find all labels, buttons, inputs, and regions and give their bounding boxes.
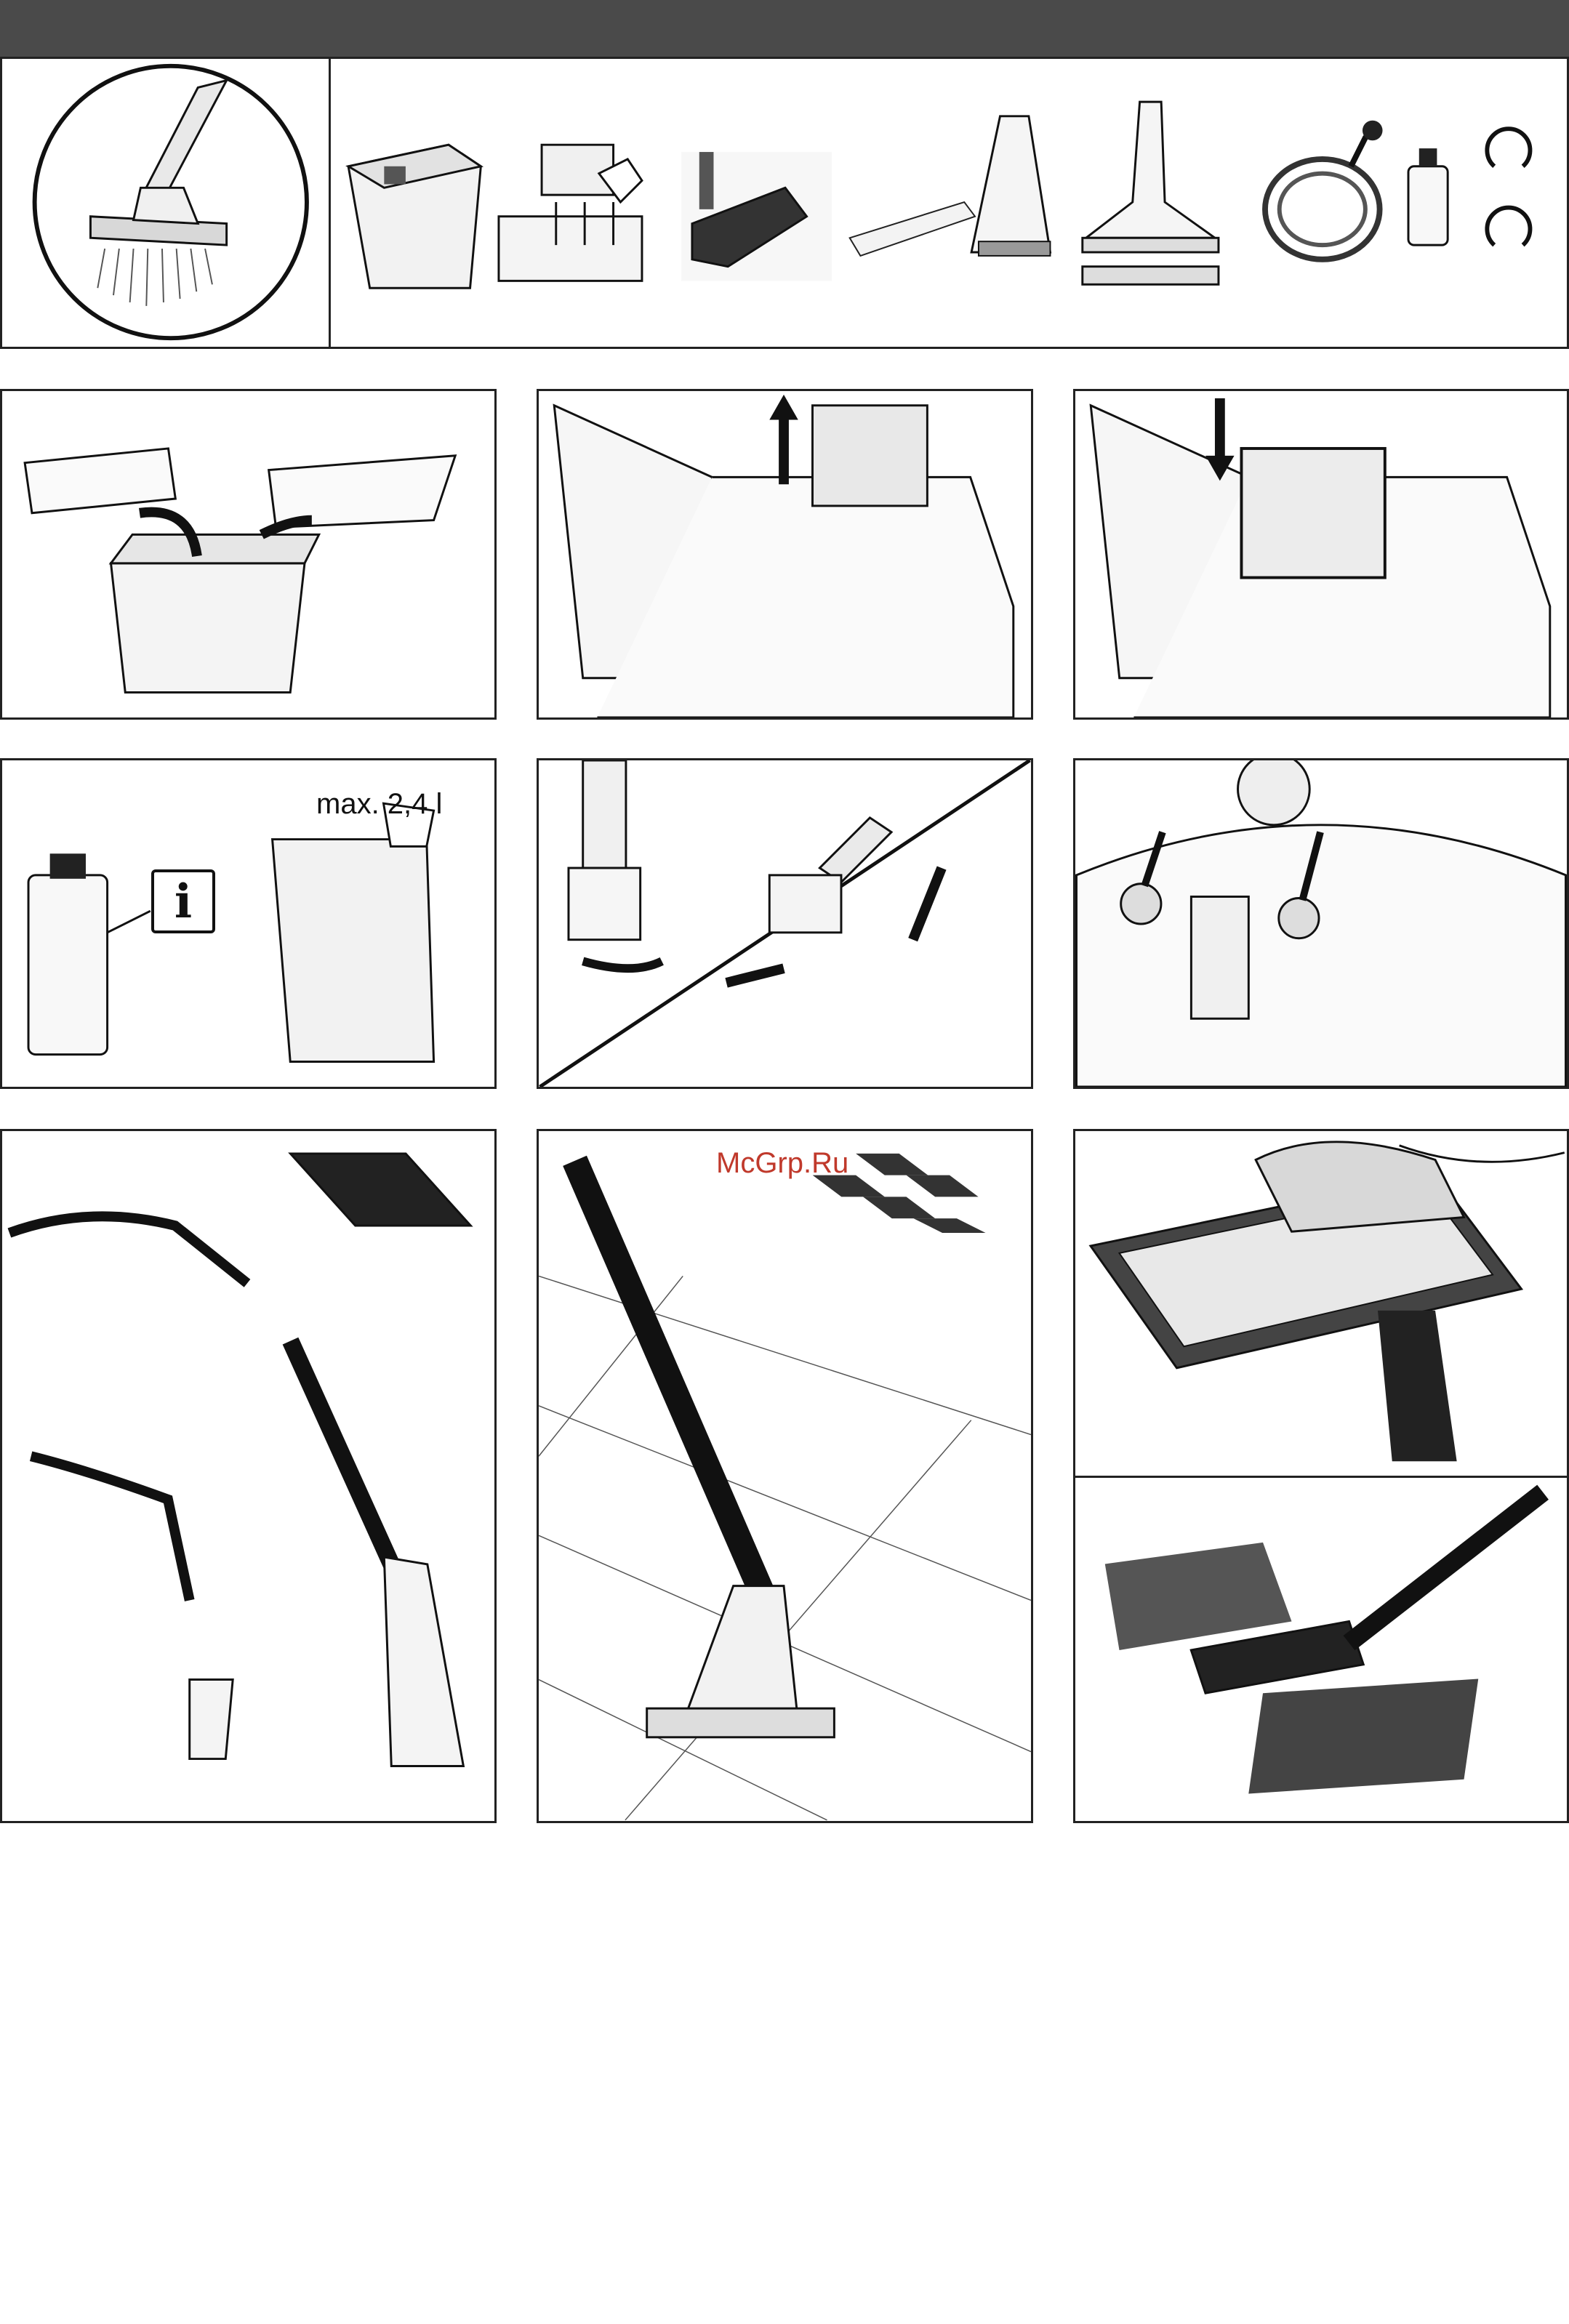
control-buttons-illustration: [1075, 760, 1567, 1087]
detergent-bottle-icon: [1408, 148, 1448, 245]
insert-tank-illustration: [1075, 391, 1567, 717]
accessories-illustration: [2, 59, 1567, 347]
tank-disassembly-illustration: [2, 391, 494, 717]
step-carpet-nozzle-panel: [0, 1129, 497, 1823]
step-lift-filter-panel: [537, 389, 1033, 720]
step-hard-floor-panel: [1073, 1476, 1569, 1823]
wide-nozzle-icon: [1083, 102, 1219, 284]
filter-insert-icon: [499, 145, 642, 281]
lift-filter-illustration: [539, 391, 1031, 717]
header-bar: [0, 0, 1569, 58]
max-fill-label: max. 2,4 l: [316, 788, 442, 821]
nozzle-spray-circle-icon: [35, 66, 307, 338]
step-fill-tank-panel: i max. 2,4 l: [0, 758, 497, 1089]
step-insert-tank-panel: [1073, 389, 1569, 720]
step-floor-tile-panel: McGrp.Ru: [537, 1129, 1033, 1823]
floor-tile-illustration: [539, 1131, 1031, 1821]
step-connect-hose-panel: [537, 758, 1033, 1089]
accessories-panel: [0, 57, 1569, 349]
attach-cloth-illustration: [1075, 1131, 1567, 1476]
hard-floor-illustration: [1075, 1478, 1567, 1821]
info-icon: i: [151, 869, 215, 933]
step-attach-cloth-panel: [1073, 1129, 1569, 1478]
clip-rings-icon: [1487, 129, 1530, 245]
upholstery-nozzle-icon: [971, 116, 1050, 256]
connect-hose-illustration: [539, 760, 1031, 1087]
step-remove-insert-panel: [0, 389, 497, 720]
floor-brush-icon: [681, 152, 832, 281]
carpet-nozzle-illustration: [2, 1131, 494, 1821]
spray-hose-icon: [1265, 121, 1383, 260]
water-tank-icon: [348, 145, 481, 288]
watermark-text: McGrp.Ru: [716, 1147, 848, 1180]
cloth-strip-icon: [850, 202, 975, 256]
step-control-buttons-panel: [1073, 758, 1569, 1089]
